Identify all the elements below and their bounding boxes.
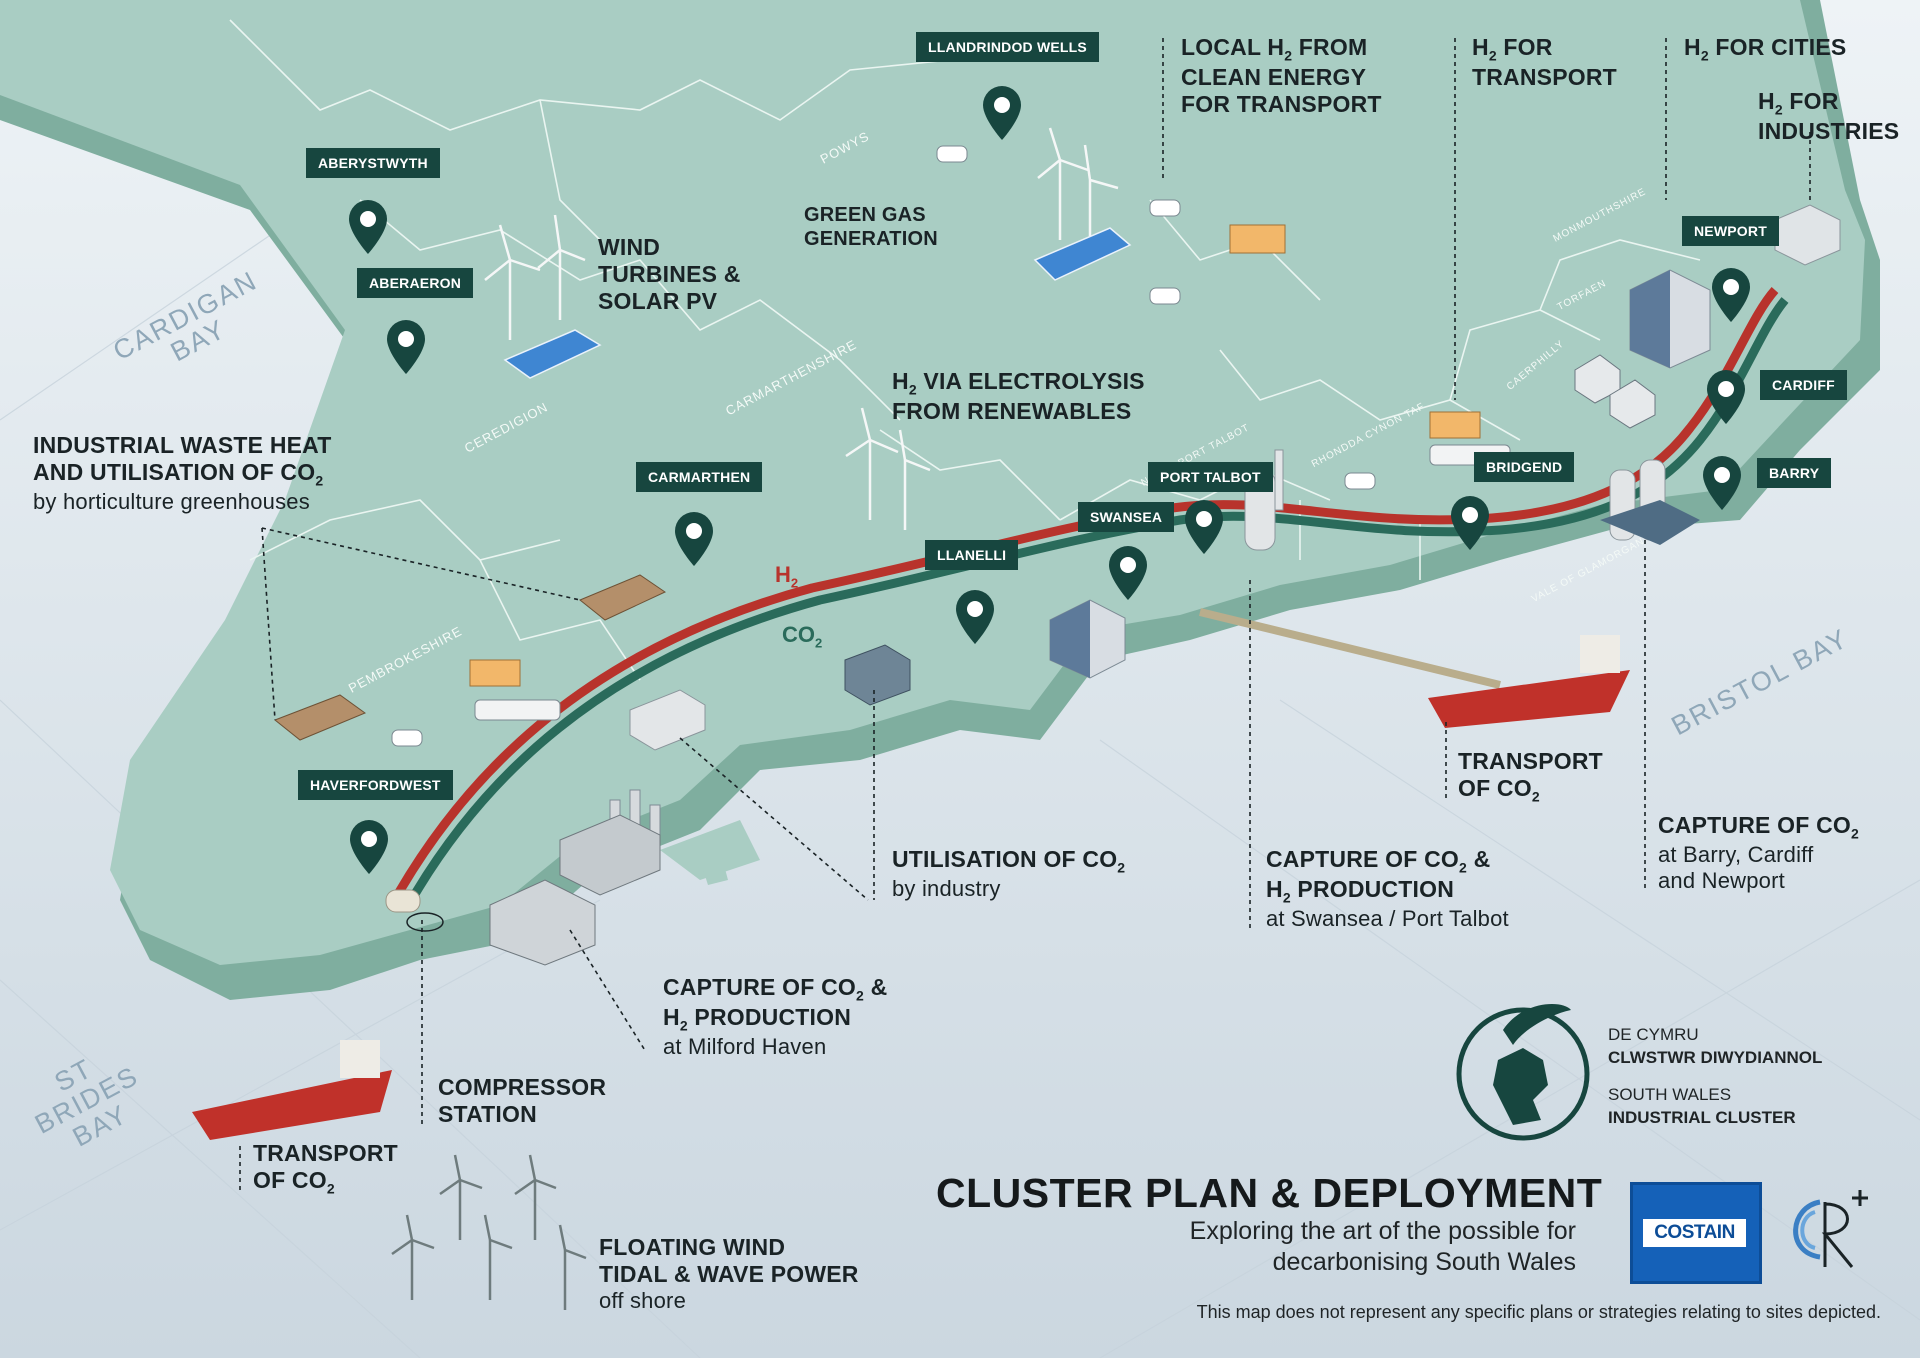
subtitle-line2: decarbonising South Wales (1272, 1248, 1576, 1277)
callout-utilisation: UTILISATION OF CO2 by industry (892, 846, 1126, 902)
subtitle-line1: Exploring the art of the possible for (1189, 1217, 1576, 1245)
town-tag-cardiff: CARDIFF (1760, 370, 1847, 400)
brand-welsh-line2: CLWSTWR DIWYDIANNOL (1608, 1048, 1823, 1067)
land-wales (0, 0, 1865, 965)
leader-lines (239, 38, 1811, 1192)
pipeline-label-h2: H2 (775, 562, 799, 591)
page-title: CLUSTER PLAN & DEPLOYMENT (936, 1170, 1603, 1216)
location-pin-icon (349, 86, 1750, 874)
depot-icon (844, 644, 911, 706)
town-tag-haverfordwest: HAVERFORDWEST (298, 770, 453, 800)
callout-capture-barry: CAPTURE OF CO2 at Barry, Cardiff and New… (1658, 812, 1859, 894)
town-tag-newport: NEWPORT (1682, 216, 1779, 246)
town-tag-llandrindod-wells: LLANDRINDOD WELLS (916, 32, 1099, 62)
offshore-wind-icon (391, 1154, 587, 1310)
office-building-icon (1629, 269, 1711, 369)
ship-icon (1428, 635, 1630, 728)
office-building-icon (1049, 599, 1126, 679)
warehouse-icon (629, 689, 706, 751)
town-tag-carmarthen: CARMARTHEN (636, 462, 763, 492)
partner-logo-icon (1793, 1190, 1868, 1268)
pipeline-label-co2: CO2 (782, 622, 823, 651)
ship-icon (192, 1040, 392, 1140)
page-subtitle: Exploring the art of the possible for de… (1056, 1216, 1576, 1279)
callout-wind-solar: WIND TURBINES & SOLAR PV (598, 234, 741, 315)
building-icon (1774, 204, 1841, 266)
town-tag-aberaeron: ABERAERON (357, 268, 474, 298)
costain-logo: COSTAIN (1630, 1182, 1762, 1284)
callout-local-h2: LOCAL H2 FROM CLEAN ENERGY FOR TRANSPORT (1181, 34, 1382, 118)
wind-turbine-icon (484, 127, 1119, 530)
callout-waste-heat: INDUSTRIAL WASTE HEAT AND UTILISATION OF… (33, 432, 332, 515)
callout-transport-co2-east: TRANSPORT OF CO2 (1458, 748, 1603, 805)
car-icon (391, 145, 1376, 747)
callout-electrolysis: H2 VIA ELECTROLYSIS FROM RENEWABLES (892, 368, 1145, 425)
brand-english-line2: INDUSTRIAL CLUSTER (1608, 1108, 1796, 1127)
callout-green-gas: GREEN GAS GENERATION (804, 204, 938, 250)
town-tag-barry: BARRY (1757, 458, 1832, 488)
factory-icon (489, 789, 661, 966)
callout-floating-wind: FLOATING WIND TIDAL & WAVE POWER off sho… (599, 1234, 859, 1314)
land-island (700, 850, 728, 885)
callout-transport-co2-west: TRANSPORT OF CO2 (253, 1140, 398, 1197)
solar-panel-icon (503, 227, 1132, 379)
town-tag-bridgend: BRIDGEND (1474, 452, 1575, 482)
jetty (1199, 608, 1501, 689)
town-tag-aberystwyth: ABERYSTWYTH (306, 148, 440, 178)
callout-h2-transport: H2 FOR TRANSPORT (1472, 34, 1617, 91)
truck-icon (469, 224, 1481, 687)
brand-welsh-line1: DE CYMRU (1608, 1025, 1699, 1044)
compressor-station-icon (385, 889, 444, 932)
town-tag-port-talbot: PORT TALBOT (1148, 462, 1273, 492)
callout-h2-cities: H2 FOR CITIES (1684, 34, 1847, 64)
houses-icon (1574, 354, 1656, 429)
callout-h2-industries: H2 FOR INDUSTRIES (1758, 88, 1900, 145)
callout-capture-swansea: CAPTURE OF CO2 & H2 PRODUCTION at Swanse… (1266, 846, 1509, 932)
cluster-logo-icon (1456, 1004, 1590, 1141)
town-tag-swansea: SWANSEA (1078, 502, 1175, 532)
town-tag-llanelli: LLANELLI (925, 540, 1019, 570)
brand-english-line1: SOUTH WALES (1608, 1085, 1732, 1104)
callout-compressor: COMPRESSOR STATION (438, 1074, 607, 1128)
disclaimer-text: This map does not represent any specific… (1196, 1302, 1881, 1322)
callout-capture-milford: CAPTURE OF CO2 & H2 PRODUCTION at Milfor… (663, 974, 888, 1060)
greenhouse-icon (274, 574, 667, 741)
land-island (660, 820, 760, 880)
